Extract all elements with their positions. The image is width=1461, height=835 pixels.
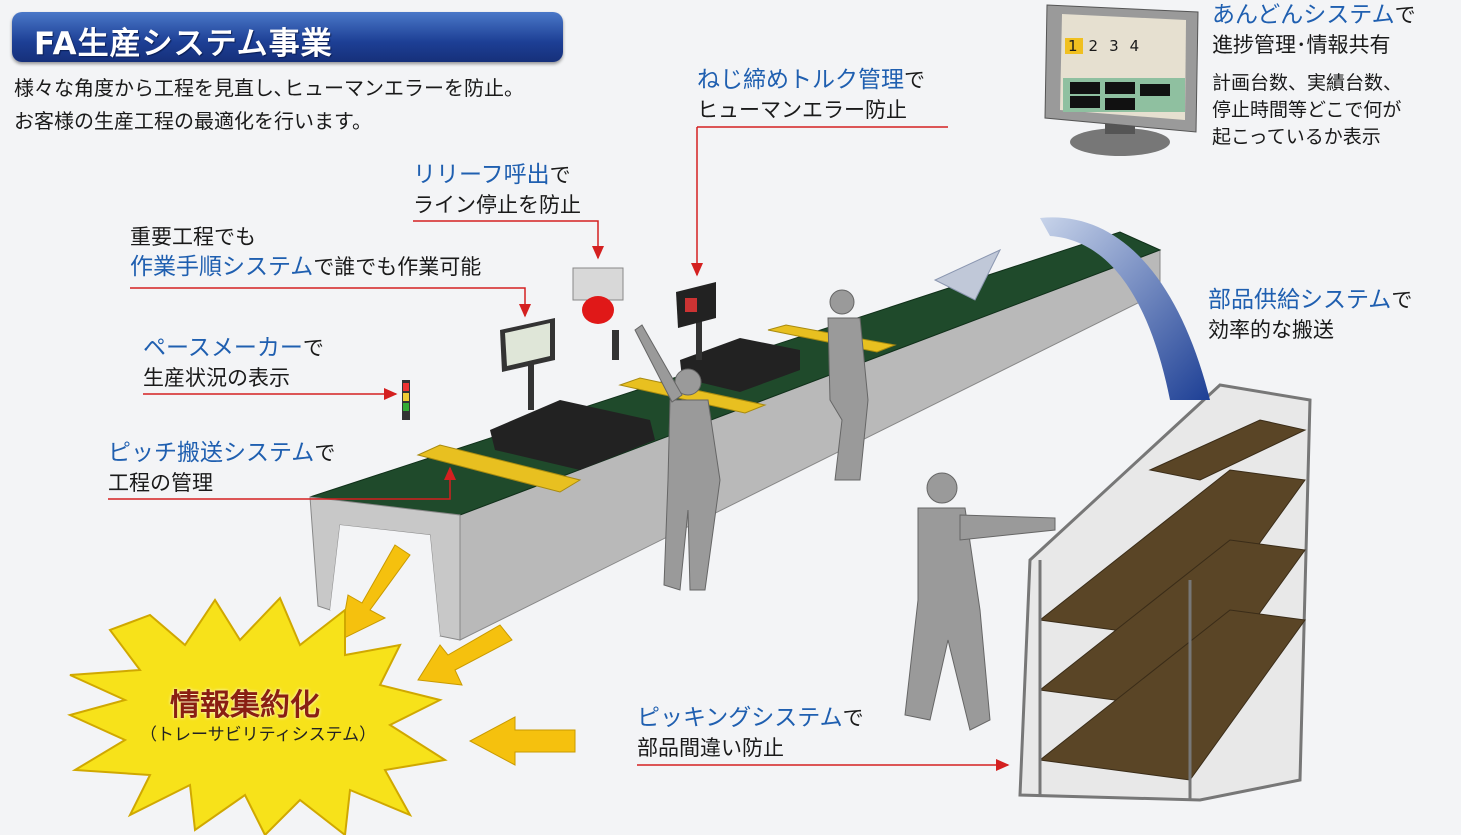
info-flow-arrows	[339, 544, 576, 766]
callout-suffix: で	[314, 441, 336, 465]
station-1: 1	[1068, 37, 1089, 55]
burst-shape	[67, 596, 448, 835]
callout-suffix: で	[1394, 3, 1416, 27]
callout-pacemaker-desc: 生産状況の表示	[143, 366, 290, 390]
callout-suffix: で	[842, 706, 864, 730]
callout-suffix: で	[1391, 288, 1413, 312]
callout-torque: ねじ締めトルク管理で ヒューマンエラー防止	[697, 65, 925, 125]
callout-relief-desc: ライン停止を防止	[413, 193, 581, 217]
callout-andon: あんどんシステムで 進捗管理･情報共有 計画台数、実績台数、 停止時間等どこで何…	[1212, 0, 1416, 151]
callout-andon-detail-1: 計画台数、実績台数、	[1212, 72, 1403, 94]
callout-pacemaker-title: ペースメーカー	[143, 335, 303, 361]
torque-monitor	[676, 282, 716, 360]
andon-monitor	[1044, 4, 1199, 156]
callout-suffix: で	[302, 336, 324, 360]
callout-andon-detail-2: 停止時間等どこで何が	[1212, 99, 1402, 121]
callout-pitch-desc: 工程の管理	[108, 471, 213, 495]
callout-picking: ピッキングシステムで 部品間違い防止	[637, 703, 864, 763]
callout-pacemaker: ペースメーカーで 生産状況の表示	[143, 333, 324, 393]
callout-torque-title: ねじ締めトルク管理	[697, 67, 904, 93]
callout-pitch: ピッチ搬送システムで 工程の管理	[108, 438, 335, 498]
workpieces	[490, 338, 800, 470]
callout-procedure-title: 作業手順システム	[130, 254, 314, 280]
parts-supply-arrowhead	[933, 248, 1002, 301]
callout-suffix: で誰でも作業可能	[313, 255, 482, 279]
station-3: 3	[1109, 37, 1130, 55]
pacemaker-stack-light	[402, 380, 410, 420]
callout-relief-title: リリーフ呼出	[413, 162, 550, 188]
intro-line-2: お客様の生産工程の最適化を行います。	[14, 109, 372, 133]
callout-parts-supply: 部品供給システムで 効率的な搬送	[1208, 285, 1412, 345]
callout-procedure-lead: 重要工程でも	[130, 225, 256, 249]
intro-text: 様々な角度から工程を見直し､ヒューマンエラーを防止。 お客様の生産工程の最適化を…	[14, 72, 524, 138]
callout-picking-title: ピッキングシステム	[637, 705, 843, 731]
station-2: 2	[1088, 37, 1110, 55]
andon-station-numbers: 1234	[1068, 37, 1150, 55]
burst-title: 情報集約化	[170, 688, 320, 723]
callout-andon-desc: 進捗管理･情報共有	[1212, 33, 1391, 57]
callout-pitch-title: ピッチ搬送システム	[108, 440, 315, 466]
page-title: FA生産システム事業	[34, 26, 333, 62]
callout-andon-title: あんどんシステム	[1212, 2, 1395, 28]
procedure-monitor	[500, 318, 555, 410]
relief-call-box	[572, 267, 624, 360]
burst-subtitle: （トレーサビリティシステム）	[140, 725, 377, 745]
callout-procedure: 重要工程でも 作業手順システムで誰でも作業可能	[130, 222, 481, 282]
callout-suffix: で	[904, 68, 925, 92]
intro-line-1: 様々な角度から工程を見直し､ヒューマンエラーを防止。	[14, 76, 524, 100]
parts-rack	[1018, 383, 1312, 802]
callout-parts-supply-desc: 効率的な搬送	[1208, 318, 1334, 342]
callout-parts-supply-title: 部品供給システム	[1208, 287, 1392, 313]
callout-andon-detail-3: 起こっているか表示	[1212, 126, 1381, 148]
callout-suffix: で	[549, 163, 571, 187]
station-4: 4	[1129, 37, 1151, 55]
workers	[634, 289, 1056, 731]
header-banner: FA生産システム事業	[12, 12, 563, 62]
callout-picking-desc: 部品間違い防止	[637, 736, 784, 760]
parts-supply-arrow	[1040, 217, 1210, 400]
callout-leader-lines	[108, 126, 1010, 771]
callout-torque-desc: ヒューマンエラー防止	[697, 98, 907, 122]
callout-relief: リリーフ呼出で ライン停止を防止	[413, 160, 581, 220]
